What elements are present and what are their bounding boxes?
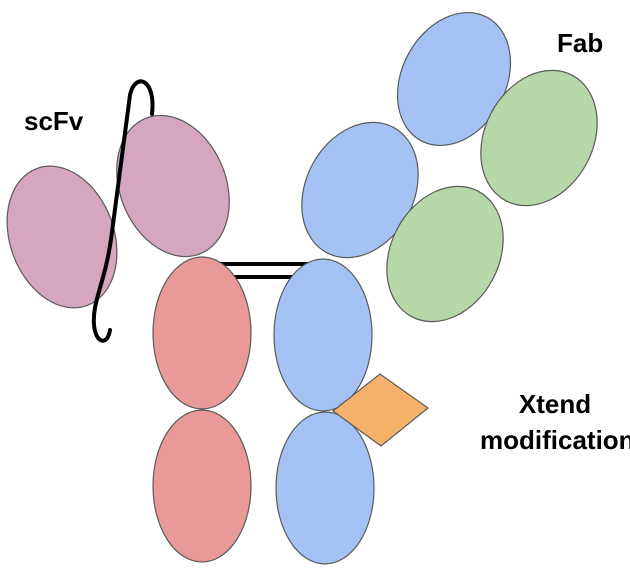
scfv-domain-right xyxy=(116,114,230,258)
scfv-label: scFv xyxy=(24,106,84,136)
fab-light-domain-lower xyxy=(386,185,504,323)
heavy-chain-left-ch3 xyxy=(152,409,252,563)
heavy-chain-left-ch2 xyxy=(152,256,252,410)
heavy-chain-right-ch3 xyxy=(275,411,375,565)
scfv-domain-left xyxy=(6,165,118,309)
scfv-linker xyxy=(91,79,155,343)
fab-label: Fab xyxy=(557,28,604,58)
fab-light-domain-top xyxy=(480,69,598,207)
xtend-label-line2: modification xyxy=(480,425,630,455)
heavy-chain-right-ch2 xyxy=(273,258,373,412)
xtend-modification-marker xyxy=(332,373,429,447)
xtend-modification-label: Xtend modification xyxy=(480,386,630,458)
xtend-label-line1: Xtend xyxy=(518,389,592,419)
